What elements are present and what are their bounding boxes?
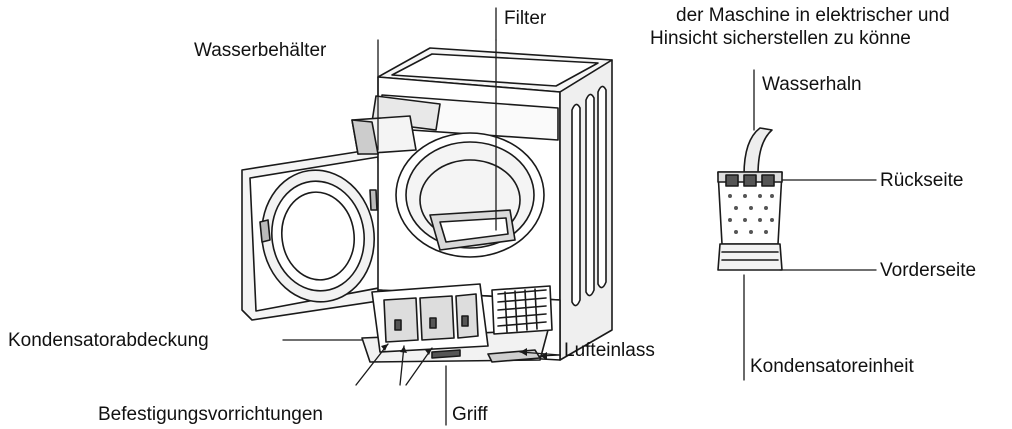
air-inlet-label: Lufteinlass [564,340,655,361]
condenser-unit-holes [728,194,774,234]
filter-label: Filter [504,8,547,29]
condenser-compartment [361,283,553,363]
water-container [351,95,441,155]
fastening-devices-label: Befestigungsvorrichtungen [98,404,323,425]
condenser-unit [717,127,783,271]
front-side-label: Vorderseite [880,260,977,281]
water-tap-label: Wasserhaln [762,74,862,95]
header-note-line1: der Maschine in elektrischer und [676,5,950,26]
handle-label: Griff [452,404,488,425]
arrow-heads [381,344,547,360]
condenser-cover-label: Kondensatorabdeckung [8,330,209,351]
back-side-label: Rückseite [880,170,964,191]
water-container-label: Wasserbehälter [194,40,327,61]
leader-lines [282,7,877,426]
dryer-door [241,147,391,321]
condenser-unit-label: Kondensatoreinheit [750,356,914,377]
header-note-line2: Hinsicht sicherstellen zu könne [650,28,911,49]
